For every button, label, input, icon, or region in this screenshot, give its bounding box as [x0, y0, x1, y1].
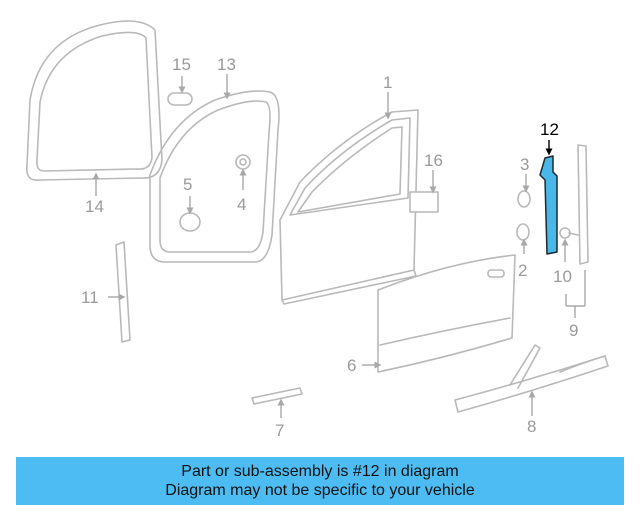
part-15-clip: [167, 92, 193, 106]
part-4-stopper: [235, 154, 251, 170]
callout-2: 2: [518, 261, 527, 280]
part-2-retainer: [516, 223, 530, 241]
part-6-door-outer-panel: [377, 254, 516, 373]
callout-9: 9: [569, 321, 578, 340]
callout-15: 15: [172, 55, 191, 74]
part-5-plug: [179, 212, 201, 232]
callout-6: 6: [347, 356, 356, 375]
part-7-adhesive: [251, 387, 303, 405]
part-16-label: [409, 191, 439, 213]
callout-10: 10: [553, 267, 572, 286]
banner-line-part: Part or sub-assembly is #12 in diagram: [181, 463, 459, 480]
part-11-pillar-garnish: [115, 241, 131, 343]
part-3-retainer: [517, 190, 531, 208]
part-14-door-opening-weatherstrip: [25, 20, 163, 182]
callout-11: 11: [81, 288, 99, 307]
part-13-door-weatherstrip: [149, 90, 280, 263]
parts-diagram: 14 13 15 4 5 1 16 11: [25, 20, 609, 440]
banner-line-disclaimer: Diagram may not be specific to your vehi…: [165, 482, 475, 499]
callout-3: 3: [520, 155, 529, 174]
part-12-door-weatherstrip-highlighted: [539, 155, 558, 255]
callout-7: 7: [275, 421, 284, 440]
callout-13: 13: [217, 55, 236, 74]
callout-5: 5: [183, 175, 192, 194]
callout-14: 14: [85, 197, 104, 216]
part-10-bolt: [559, 227, 579, 239]
callout-4: 4: [237, 195, 246, 214]
part-9-garnish: [577, 144, 589, 265]
callout-8: 8: [527, 417, 536, 436]
callout-16: 16: [424, 151, 443, 170]
part-1-front-door-shell: [279, 109, 419, 305]
callout-1: 1: [383, 73, 392, 92]
info-banner: Part or sub-assembly is #12 in diagram D…: [16, 457, 624, 505]
callout-12: 12: [540, 120, 559, 139]
part-8-rocker-moulding: [454, 344, 609, 413]
